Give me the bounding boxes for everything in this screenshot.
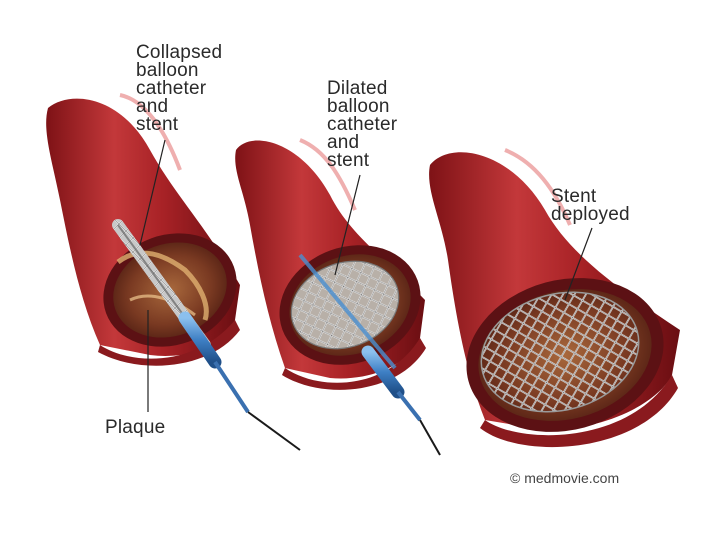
label-line: Collapsed: [136, 42, 223, 63]
label-collapsed-balloon: Collapsed balloon catheter and stent: [136, 42, 223, 135]
leader-deployed: [564, 227, 593, 301]
deployed-stent-mesh: [480, 291, 640, 413]
leader-collapsed: [139, 139, 166, 246]
label-line: catheter: [136, 78, 207, 99]
label-stent-deployed: Stent deployed: [551, 186, 630, 225]
label-line: Dilated: [327, 78, 388, 99]
label-line: balloon: [327, 96, 390, 117]
collapsed-catheter: [112, 219, 301, 451]
label-line: Stent: [551, 186, 597, 207]
label-line: deployed: [551, 204, 630, 225]
label-plaque: Plaque: [105, 417, 166, 438]
dilated-stent-balloon: [290, 253, 441, 456]
leader-dilated: [334, 174, 361, 276]
label-line: balloon: [136, 60, 199, 81]
label-line: catheter: [327, 114, 398, 135]
vessel-collapsed: [46, 93, 240, 366]
label-line: and: [327, 132, 360, 153]
copyright-credit: © medmovie.com: [510, 470, 620, 486]
leader-lines: [139, 139, 593, 412]
label-dilated-balloon: Dilated balloon catheter and stent: [327, 78, 398, 171]
label-line: stent: [327, 150, 370, 171]
label-line: stent: [136, 114, 179, 135]
label-line: and: [136, 96, 169, 117]
